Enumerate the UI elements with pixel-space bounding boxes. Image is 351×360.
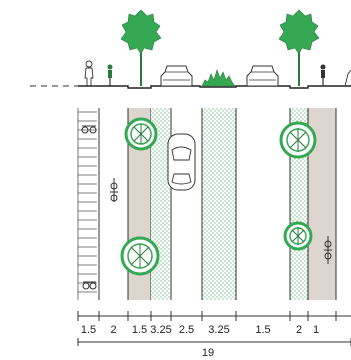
median-strip: [202, 108, 236, 300]
segment-width-label: 3.25: [208, 324, 229, 336]
bike-parking-icon: [81, 125, 97, 134]
tree-icon: [120, 9, 162, 86]
tree-icon: [279, 121, 317, 159]
segment-width-label: 2: [110, 324, 116, 336]
segment-width-label: 1.5: [81, 324, 96, 336]
shrub-icon: [201, 69, 236, 87]
bicycle-symbol-icon: [324, 236, 332, 264]
tree-icon: [278, 9, 320, 86]
segment-width-label: 2.5: [179, 324, 194, 336]
tree-icon: [283, 221, 313, 251]
bicycle-symbol-icon: [110, 178, 118, 202]
ground-profile-line: [78, 85, 351, 89]
segment-width-label: 1: [313, 324, 319, 336]
pedestrian-icon: [344, 69, 351, 87]
dimension-ticks: [77, 311, 351, 346]
car-icon: [167, 133, 196, 191]
segment-width-label: 1.5: [132, 324, 147, 336]
pedestrian-icon: [84, 60, 94, 86]
segment-width-label: 1.5: [255, 324, 270, 336]
segment-width-label: 3.25: [150, 324, 171, 336]
total-width-label: 19: [202, 347, 214, 359]
cyclist-icon: [320, 64, 326, 86]
tree-icon: [124, 117, 158, 151]
cyclist-icon: [107, 64, 113, 86]
plan-view: [77, 108, 337, 300]
tree-icon: [120, 236, 160, 276]
frontage-strip: [77, 108, 100, 300]
cross-section: [30, 9, 351, 89]
segment-width-label: 2: [296, 324, 302, 336]
car-icon: [160, 65, 193, 87]
bike-parking-icon: [82, 281, 97, 290]
car-icon: [246, 65, 279, 87]
